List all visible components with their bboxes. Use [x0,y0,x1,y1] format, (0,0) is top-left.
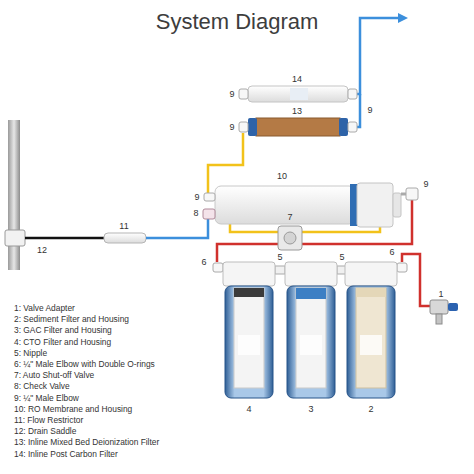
callout-number: 5 [277,252,282,262]
parts-list-item: 8: Check Valve [14,381,70,391]
callout-number: 1 [438,289,443,299]
callout-number: 9 [194,192,199,202]
callout-number: 12 [37,245,47,255]
callout-number: 14 [292,74,302,84]
callout-number: 11 [119,221,128,231]
parts-list-item: 12: Drain Saddle [14,426,76,436]
callout-number: 5 [339,252,344,262]
callout-number: 9 [229,122,234,132]
callout-number: 4 [246,404,251,414]
parts-list-item: 7: Auto Shut-off Valve [14,370,94,380]
callout-number: 7 [287,212,292,222]
parts-list-item: 14: Inline Post Carbon Filter [14,449,118,459]
callout-number: 3 [308,404,313,414]
parts-list-item: 5: Nipple [14,348,47,358]
callout-number: 9 [367,105,372,115]
parts-list-item: 10: RO Membrane and Housing [14,404,132,414]
callout-number: 6 [201,257,206,267]
parts-list-item: 3: GAC Filter and Housing [14,325,112,335]
callout-number: 8 [193,208,198,218]
parts-list-item: 11: Flow Restrictor [14,415,83,425]
parts-list-item: 13: Inline Mixed Bed Deionization Filter [14,437,159,447]
parts-list-item: 2: Sediment Filter and Housing [14,314,129,324]
callout-number: 6 [389,247,394,257]
callout-number: 13 [292,106,302,116]
callout-number: 10 [277,171,287,181]
parts-list-item: 9: ¼" Male Elbow [14,393,79,403]
callout-number: 9 [423,179,428,189]
callout-number: 2 [368,404,373,414]
diagram-title: System Diagram [156,9,319,35]
parts-list-item: 1: Valve Adapter [14,303,75,313]
parts-list-item: 4: CTO Filter and Housing [14,337,111,347]
callout-number: 9 [229,89,234,99]
parts-list-item: 6: ¼" Male Elbow with Double O-rings [14,359,155,369]
